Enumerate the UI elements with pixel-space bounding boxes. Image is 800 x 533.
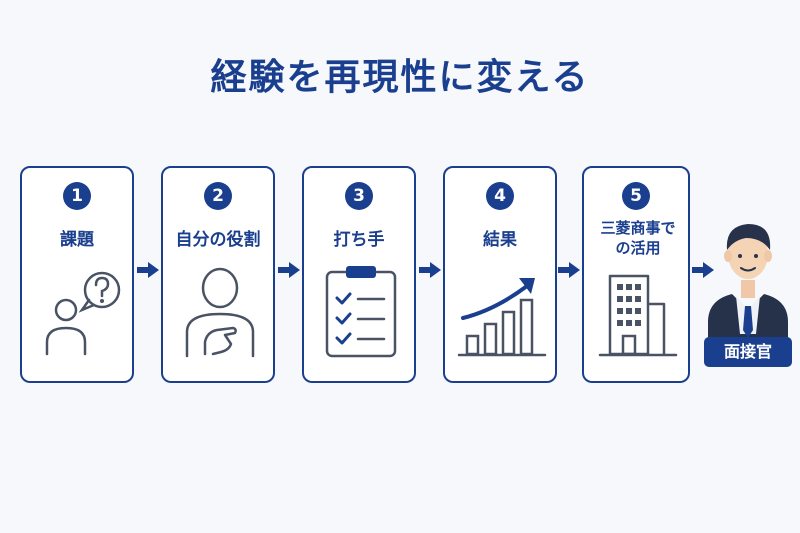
step-label: 三菱商事での活用 (600, 219, 676, 257)
step-label: 打ち手 (333, 230, 385, 250)
step-card-1: 1 課題 (20, 166, 134, 383)
arrow-right-icon (692, 262, 714, 278)
step-number-badge: 3 (345, 182, 373, 210)
step-label: 結果 (483, 230, 517, 250)
arrow-right-icon (137, 262, 159, 278)
arrow-right-icon (419, 262, 441, 278)
clipboard-checklist-icon (325, 266, 397, 358)
step-card-4: 4 結果 (443, 166, 557, 383)
step-number-badge: 1 (63, 182, 91, 210)
person-question-icon (45, 271, 121, 356)
office-building-icon (598, 274, 678, 357)
rising-bar-chart-icon (457, 278, 547, 357)
step-number-badge: 4 (486, 182, 514, 210)
arrow-right-icon (558, 262, 580, 278)
interviewer-label: 面接官 (704, 337, 792, 367)
person-hand-on-chest-icon (185, 267, 255, 358)
step-number-badge: 5 (622, 182, 650, 210)
step-card-5: 5 三菱商事での活用 (582, 166, 690, 383)
diagram-title: 経験を再現性に変える (210, 57, 590, 98)
step-label: 自分の役割 (175, 230, 261, 250)
step-card-3: 3 打ち手 (302, 166, 416, 383)
arrow-right-icon (278, 262, 300, 278)
step-label: 課題 (60, 230, 94, 250)
step-card-2: 2 自分の役割 (161, 166, 275, 383)
step-number-badge: 2 (204, 182, 232, 210)
